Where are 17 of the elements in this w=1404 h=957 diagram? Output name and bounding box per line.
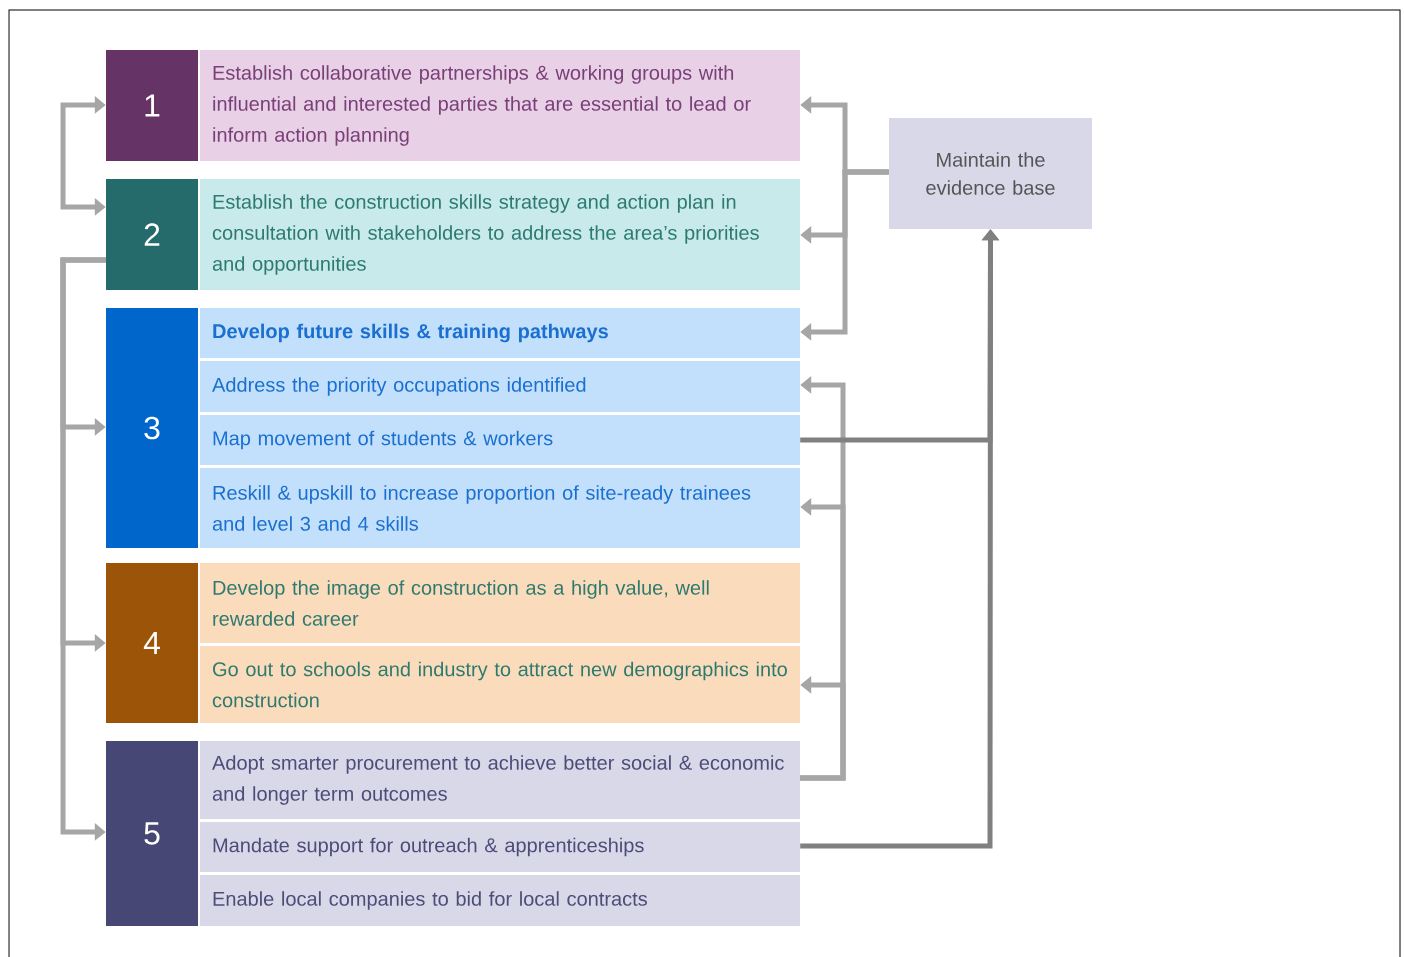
step-number-box: 5 bbox=[106, 741, 198, 926]
action-box: Address the priority occupations identified bbox=[200, 361, 800, 412]
action-box: Adopt smarter procurement to achieve better social & economic and longer term outcomes bbox=[200, 741, 800, 819]
step-number-box: 3 bbox=[106, 308, 198, 548]
action-box: Develop future skills & training pathways bbox=[200, 308, 800, 358]
evidence-box: Maintain the evidence base bbox=[889, 118, 1092, 229]
action-box: Enable local companies to bid for local contracts bbox=[200, 875, 800, 926]
action-box: Map movement of students & workers bbox=[200, 415, 800, 465]
step-number-box: 2 bbox=[106, 179, 198, 290]
action-box: Develop the image of construction as a high value, well rewarded career bbox=[200, 563, 800, 643]
action-box: Go out to schools and industry to attract new demographics into construction bbox=[200, 646, 800, 723]
action-box: Reskill & upskill to increase proportion of site-ready trainees and level 3 and 4 skills bbox=[200, 468, 800, 548]
action-box: Establish the construction skills strategy and action plan in consultation with stakeholders to address the area’s priorities and opportunities bbox=[200, 179, 800, 290]
step-number-box: 4 bbox=[106, 563, 198, 723]
action-box: Mandate support for outreach & apprenticeships bbox=[200, 822, 800, 872]
action-box: Establish collaborative partnerships & working groups with influential and interested parties that are essential to lead or inform action planning bbox=[200, 50, 800, 161]
step-number-box: 1 bbox=[106, 50, 198, 161]
